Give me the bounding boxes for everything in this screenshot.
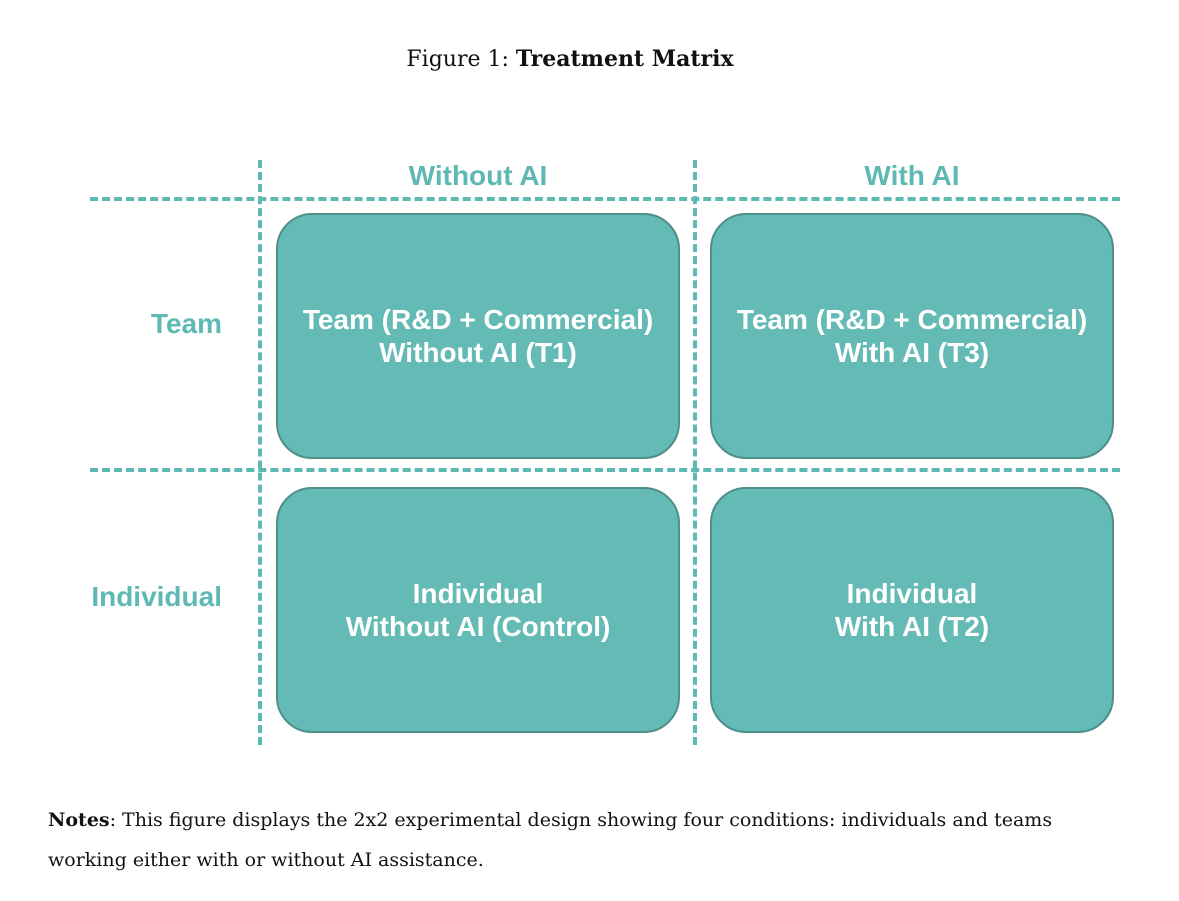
cell-line-1: Team (R&D + Commercial) (302, 304, 654, 335)
figure-caption: Figure 1: Treatment Matrix (0, 46, 1140, 72)
cell-line-1: Individual (846, 578, 978, 609)
cell-line-2: With AI (T3) (834, 337, 990, 368)
grid-line-top (90, 197, 1120, 201)
cell-team-without-ai: Team (R&D + Commercial) Without AI (T1) (276, 213, 680, 459)
cell-line-2: With AI (T2) (834, 611, 990, 642)
row-header-individual: Individual (91, 581, 222, 612)
caption-prefix: Figure 1: (406, 47, 509, 72)
cell-team-with-ai: Team (R&D + Commercial) With AI (T3) (710, 213, 1114, 459)
cell-line-1: Individual (412, 578, 544, 609)
row-header-team: Team (150, 308, 222, 339)
figure-notes: Notes: This figure displays the 2x2 expe… (48, 800, 1128, 880)
grid-line-middle (90, 468, 1120, 472)
notes-label: Notes (48, 809, 110, 831)
cell-line-2: Without AI (Control) (345, 611, 611, 642)
caption-title: Treatment Matrix (515, 46, 734, 72)
cell-line-2: Without AI (T1) (379, 337, 577, 368)
grid-line-center (693, 160, 697, 745)
grid-line-left (258, 160, 262, 745)
column-header-without-ai: Without AI (408, 160, 548, 191)
cell-individual-with-ai: Individual With AI (T2) (710, 487, 1114, 733)
column-header-with-ai: With AI (864, 160, 960, 191)
notes-text: : This figure displays the 2x2 experimen… (48, 809, 1053, 871)
cell-line-1: Team (R&D + Commercial) (736, 304, 1088, 335)
cell-individual-without-ai: Individual Without AI (Control) (276, 487, 680, 733)
